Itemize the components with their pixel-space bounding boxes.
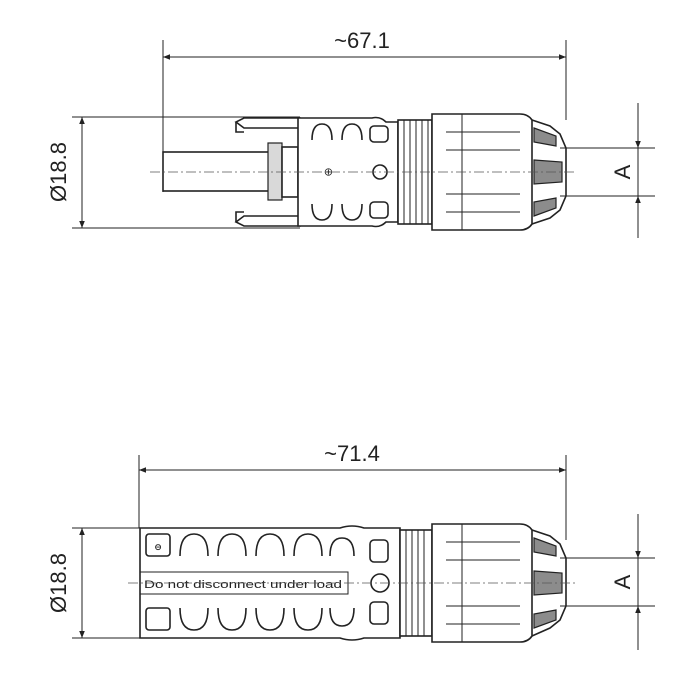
male-pin-collar bbox=[267, 142, 283, 201]
female-cable-label: A bbox=[610, 574, 635, 589]
male-polarity-mark: ⊕ bbox=[322, 167, 334, 176]
female-length-label: ~71.4 bbox=[324, 441, 380, 466]
female-grip-pads bbox=[145, 533, 390, 631]
male-length-dimension: ~67.1 bbox=[162, 28, 567, 192]
female-connector: ~71.4 Ø18.8 A bbox=[46, 441, 655, 650]
male-grip-pads bbox=[311, 123, 389, 221]
male-pin bbox=[162, 151, 272, 192]
female-diameter-label: Ø18.8 bbox=[46, 553, 71, 613]
male-length-label: ~67.1 bbox=[334, 28, 390, 53]
male-diameter-dimension: Ø18.8 bbox=[46, 116, 300, 229]
female-cable-dimension: A bbox=[560, 514, 655, 650]
male-connector: ~67.1 Ø18.8 A bbox=[46, 28, 655, 238]
female-housing bbox=[139, 525, 401, 641]
female-warning-text: Do not disconnect under load bbox=[144, 579, 342, 591]
female-cable-nut bbox=[431, 523, 567, 643]
male-latch-arms bbox=[234, 117, 301, 227]
female-diameter-dimension: Ø18.8 bbox=[46, 527, 140, 639]
male-cable-dimension: A bbox=[560, 103, 655, 238]
male-cable-label: A bbox=[610, 164, 635, 179]
male-diameter-label: Ø18.8 bbox=[46, 142, 71, 202]
female-length-dimension: ~71.4 bbox=[138, 441, 567, 540]
female-polarity-mark: ⊖ bbox=[154, 542, 162, 552]
